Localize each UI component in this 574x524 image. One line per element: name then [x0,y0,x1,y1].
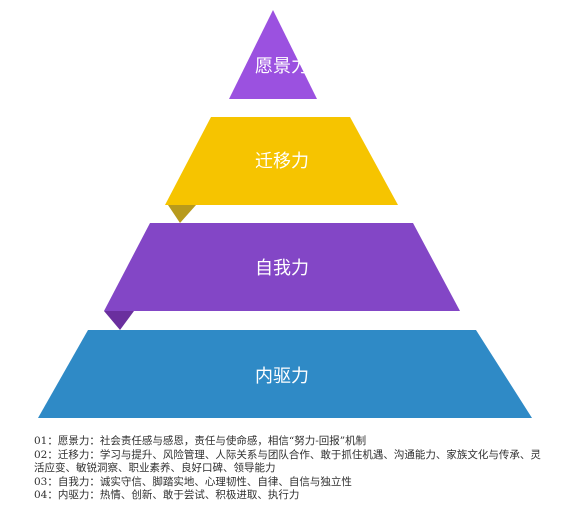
tier-transfer-label: 迁移力 [255,151,309,172]
tier-self [104,223,460,311]
note-intrinsic: 04：内驱力：热情、创新、敢于尝试、积极进取、执行力 [34,489,300,502]
tier-self-label: 自我力 [255,258,309,279]
tier-intrinsic-label: 内驱力 [255,366,309,387]
tier-intrinsic [38,330,532,418]
tier-notes: 01：愿景力：社会责任感与感恩，责任与使命感，相信“努力-回报”机制 02：迁移… [34,435,549,503]
tier-fold-self [104,311,134,330]
note-self: 03：自我力：诚实守信、脚踏实地、心理韧性、自律、自信与独立性 [34,475,352,488]
tier-transfer [165,117,398,205]
tier-vision [229,10,317,99]
tier-vision-label: 愿景力 [255,56,309,77]
tier-fold-transfer [168,205,196,223]
note-transfer: 02：迁移力：学习与提升、风险管理、人际关系与团队合作、敢于抓住机遇、沟通能力、… [34,448,541,475]
note-vision: 01：愿景力：社会责任感与感恩，责任与使命感，相信“努力-回报”机制 [34,435,367,447]
pyramid-diagram: 愿景力 迁移力 自我力 内驱力 [38,10,532,418]
